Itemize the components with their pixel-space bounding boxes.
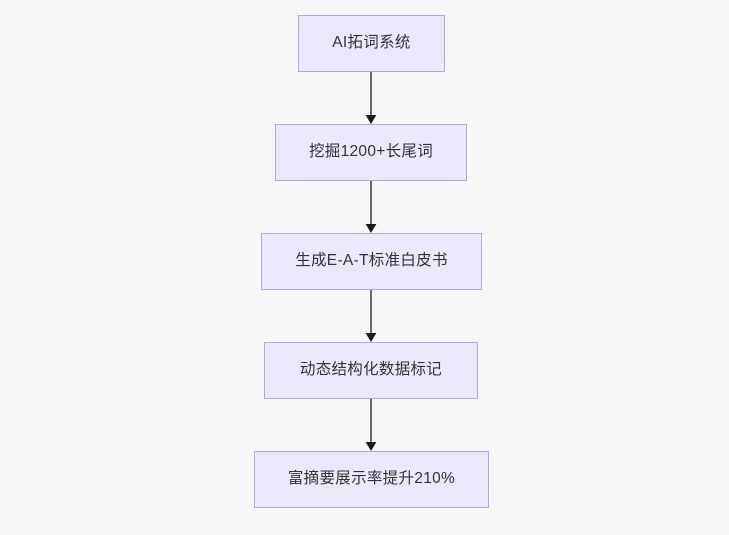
flow-node-label: 挖掘1200+长尾词: [308, 143, 434, 161]
flow-node-n4[interactable]: 动态结构化数据标记: [264, 342, 478, 399]
flow-edge-n3-to-n4: [361, 290, 381, 342]
flow-node-label: 富摘要展示率提升210%: [287, 470, 456, 488]
flow-node-n1[interactable]: AI拓词系统: [298, 15, 445, 72]
flow-edge-n4-to-n5: [361, 399, 381, 451]
flow-node-label: 动态结构化数据标记: [299, 361, 443, 379]
flow-edge-n1-to-n2: [361, 72, 381, 124]
flow-node-label: AI拓词系统: [332, 34, 411, 52]
flow-node-n3[interactable]: 生成E-A-T标准白皮书: [261, 233, 482, 290]
flow-node-label: 生成E-A-T标准白皮书: [295, 252, 448, 270]
flow-node-n5[interactable]: 富摘要展示率提升210%: [254, 451, 489, 508]
flow-edge-n2-to-n3: [361, 181, 381, 233]
flow-node-n2[interactable]: 挖掘1200+长尾词: [275, 124, 467, 181]
